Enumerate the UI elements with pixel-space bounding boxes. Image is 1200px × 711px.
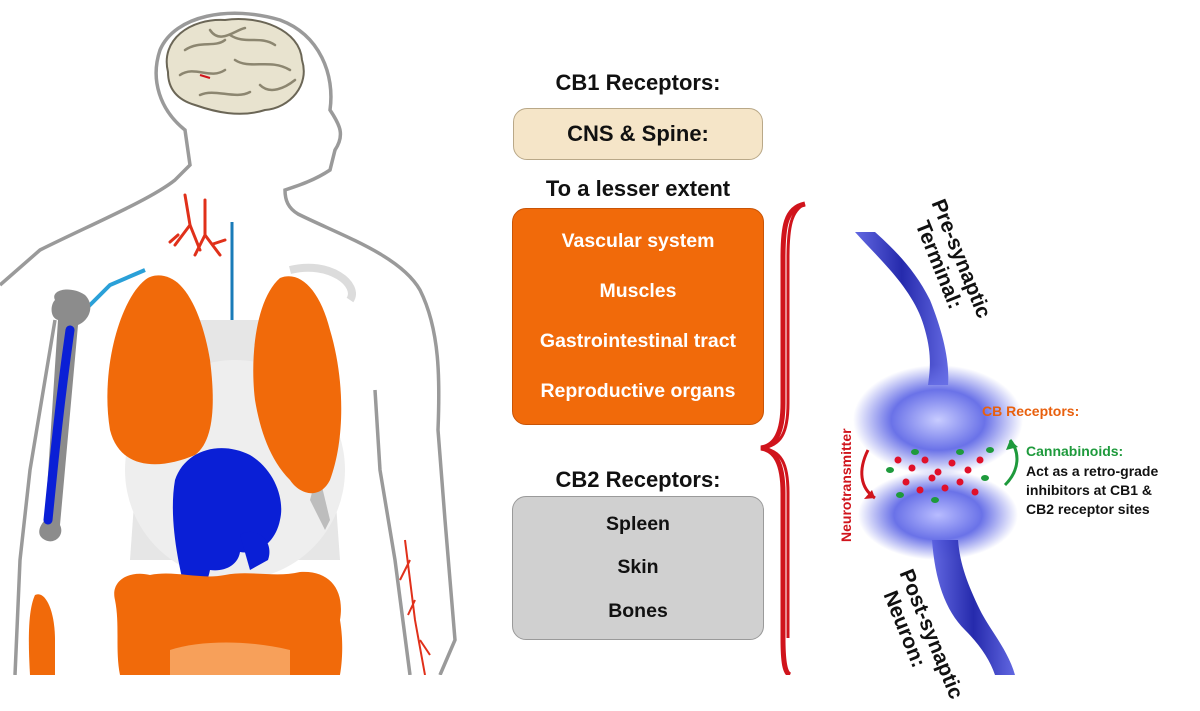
description-line: CB2 receptor sites <box>1026 501 1150 517</box>
cb2-item: Bones <box>608 599 668 622</box>
body-inner-outline <box>13 319 412 675</box>
cns-spine-label: CNS & Spine: <box>567 121 709 146</box>
cb1-item: Gastrointestinal tract <box>539 329 737 352</box>
liver <box>172 448 282 595</box>
left-thigh-muscle <box>28 594 55 675</box>
cns-spine-box: CNS & Spine: <box>513 108 763 160</box>
cb1-item: Muscles <box>599 280 677 303</box>
stomach <box>240 531 270 570</box>
cannabinoid-particles <box>886 447 994 503</box>
human-body-illustration <box>0 11 457 675</box>
shoulder-shade <box>289 263 356 303</box>
cb1-tissue-box: Vascular system Muscles Gastrointestinal… <box>512 208 764 425</box>
cb-receptors-label: CB Receptors: <box>982 403 1080 419</box>
lower-organ <box>170 642 290 675</box>
curly-brace <box>760 201 806 675</box>
cb2-item: Spleen <box>606 513 670 536</box>
cannabinoids-label: Cannabinoids: <box>1026 443 1124 459</box>
left-lung <box>107 275 213 465</box>
cb1-item: Reproductive organs <box>540 379 736 402</box>
cannabinoid-description: Act as a retro-grade inhibitors at CB1 &… <box>1026 462 1158 519</box>
body-outline <box>0 11 457 675</box>
description-line: inhibitors at CB1 & <box>1026 482 1153 498</box>
arm-vein <box>43 325 75 525</box>
cb2-tissue-box: Spleen Skin Bones <box>512 496 764 640</box>
cb1-item: Vascular system <box>561 230 715 253</box>
neurotransmitter-label: Neurotransmitter <box>838 428 854 542</box>
arrowhead-icon <box>864 490 875 499</box>
neck-arteries <box>168 193 227 257</box>
right-lung <box>253 276 342 494</box>
description-line: Act as a retro-grade <box>1026 463 1159 479</box>
postsynaptic-dendrite <box>932 540 1015 675</box>
synapse-illustration <box>853 232 1023 675</box>
arrowhead-icon <box>1006 440 1018 450</box>
arm-vessel <box>83 268 146 312</box>
cb2-title: CB2 Receptors: <box>555 467 721 492</box>
lesser-extent-heading: To a lesser extent <box>545 176 731 201</box>
brain <box>165 18 305 115</box>
cb2-item: Skin <box>617 556 659 579</box>
cb1-title: CB1 Receptors: <box>555 70 721 95</box>
forearm-vessels <box>399 539 431 675</box>
presynaptic-terminal <box>853 365 1023 475</box>
neurotransmitter-particles <box>894 456 984 496</box>
